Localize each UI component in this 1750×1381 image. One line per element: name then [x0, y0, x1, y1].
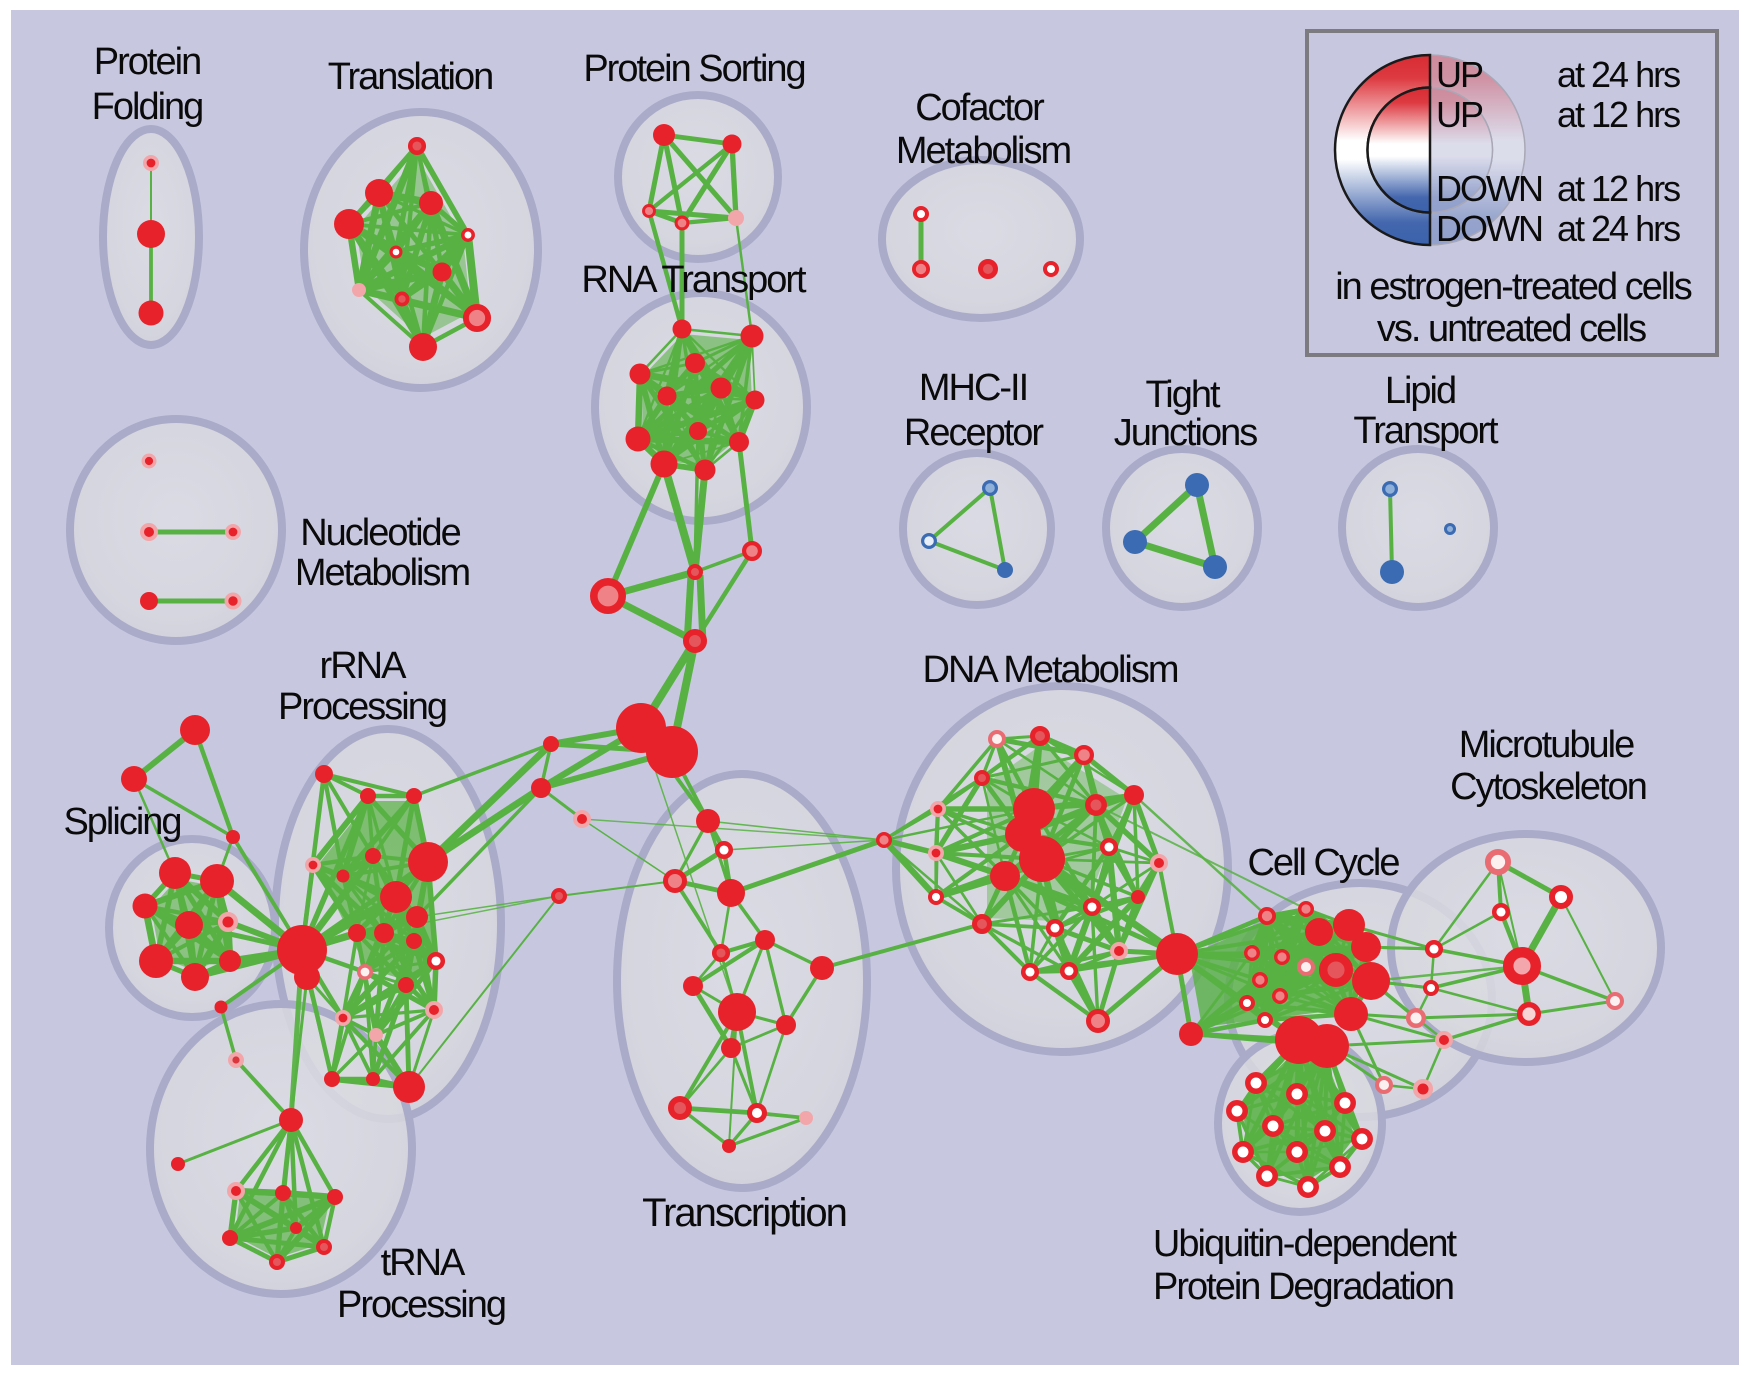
- svg-text:Folding: Folding: [92, 86, 203, 128]
- svg-text:Lipid: Lipid: [1385, 370, 1455, 412]
- svg-text:Metabolism: Metabolism: [295, 552, 470, 594]
- svg-text:UP: UP: [1436, 54, 1483, 95]
- svg-text:Microtubule: Microtubule: [1459, 724, 1634, 766]
- svg-text:Metabolism: Metabolism: [896, 130, 1071, 172]
- svg-text:at 24 hrs: at 24 hrs: [1557, 208, 1680, 249]
- svg-text:Cell Cycle: Cell Cycle: [1247, 842, 1399, 884]
- svg-text:Cytoskeleton: Cytoskeleton: [1450, 766, 1646, 808]
- svg-text:Translation: Translation: [328, 56, 493, 98]
- svg-text:tRNA: tRNA: [381, 1242, 466, 1284]
- svg-text:Processing: Processing: [278, 686, 446, 728]
- svg-text:at 12 hrs: at 12 hrs: [1557, 94, 1680, 135]
- svg-text:Nucleotide: Nucleotide: [300, 512, 460, 554]
- svg-text:Transcription: Transcription: [642, 1191, 846, 1235]
- svg-text:RNA Transport: RNA Transport: [581, 259, 807, 301]
- svg-text:DOWN: DOWN: [1436, 208, 1542, 249]
- svg-text:Receptor: Receptor: [904, 412, 1045, 454]
- svg-text:Protein: Protein: [94, 41, 200, 83]
- svg-text:Tight: Tight: [1145, 374, 1221, 416]
- svg-text:Transport: Transport: [1353, 410, 1499, 452]
- svg-text:rRNA: rRNA: [320, 645, 408, 687]
- svg-text:vs. untreated cells: vs. untreated cells: [1377, 308, 1646, 350]
- svg-text:at 12 hrs: at 12 hrs: [1557, 168, 1680, 209]
- svg-text:Ubiquitin-dependent: Ubiquitin-dependent: [1153, 1223, 1458, 1265]
- svg-text:in estrogen-treated cells: in estrogen-treated cells: [1335, 266, 1692, 308]
- svg-text:UP: UP: [1436, 94, 1483, 135]
- svg-text:DNA Metabolism: DNA Metabolism: [923, 649, 1178, 691]
- svg-text:Cofactor: Cofactor: [915, 87, 1045, 129]
- svg-text:at 24 hrs: at 24 hrs: [1557, 54, 1680, 95]
- svg-text:MHC-II: MHC-II: [919, 367, 1027, 409]
- svg-text:Processing: Processing: [337, 1284, 505, 1326]
- svg-text:Protein Sorting: Protein Sorting: [583, 48, 804, 90]
- svg-text:Protein Degradation: Protein Degradation: [1153, 1266, 1453, 1308]
- svg-text:Junctions: Junctions: [1114, 412, 1258, 454]
- svg-text:DOWN: DOWN: [1436, 168, 1542, 209]
- svg-text:Splicing: Splicing: [63, 801, 180, 843]
